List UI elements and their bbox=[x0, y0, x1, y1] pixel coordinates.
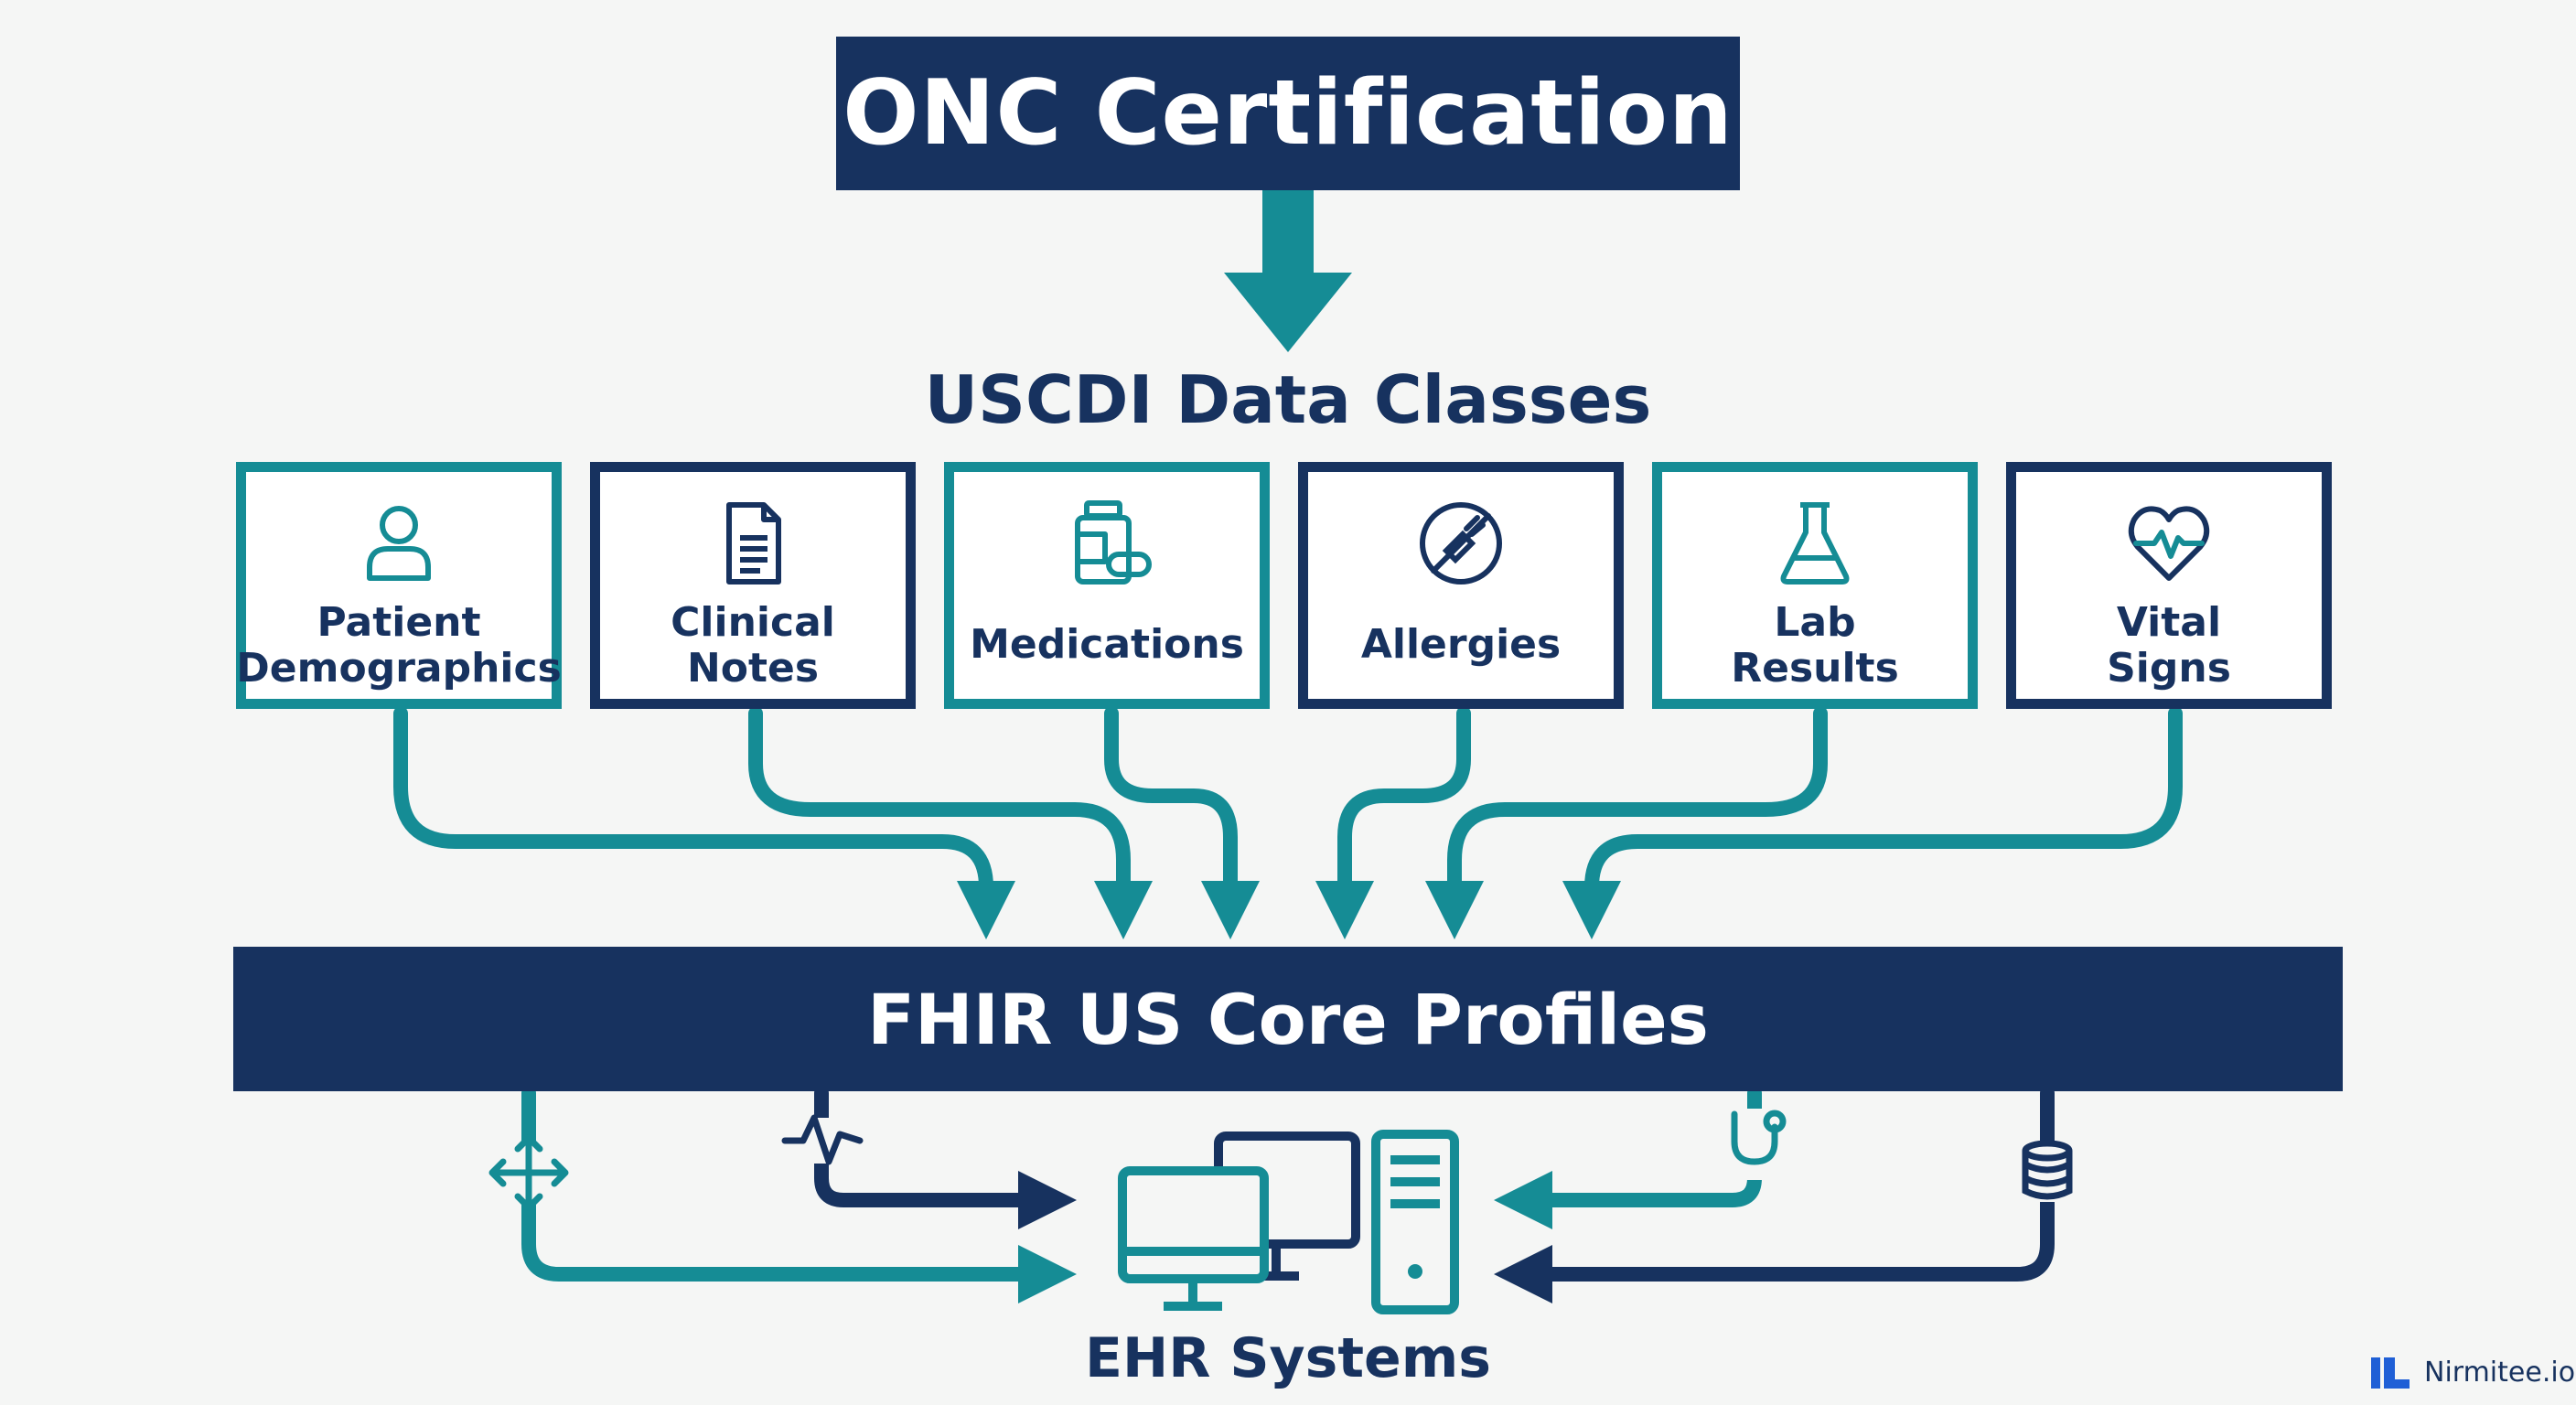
pill-bottle-icon bbox=[1075, 500, 1152, 585]
person-icon bbox=[367, 506, 431, 581]
card-label: Vital Signs bbox=[2107, 599, 2231, 692]
connector-right-outer bbox=[1494, 1086, 2055, 1303]
connector-demographics bbox=[393, 706, 1015, 939]
card-label: Medications bbox=[970, 621, 1244, 668]
connector-clinical-notes bbox=[748, 706, 1153, 939]
title-down-arrow bbox=[1224, 190, 1352, 352]
connector-right-inner bbox=[1494, 1086, 1762, 1229]
document-icon bbox=[726, 502, 781, 585]
card-label: Lab Results bbox=[1731, 599, 1899, 692]
card-vital-signs: Vital Signs bbox=[2006, 462, 2332, 709]
connector-lab-results bbox=[1425, 706, 1828, 939]
card-patient-demographics: Patient Demographics bbox=[236, 462, 562, 709]
database-icon bbox=[2020, 1140, 2075, 1202]
card-label: Patient Demographics bbox=[236, 599, 562, 692]
fhir-profiles-bar: FHIR US Core Profiles bbox=[233, 947, 2343, 1091]
front-monitor-icon bbox=[1118, 1166, 1269, 1311]
stethoscope-icon bbox=[1723, 1109, 1787, 1180]
card-label: Allergies bbox=[1360, 621, 1562, 668]
brand: Nirmitee.io bbox=[2371, 1348, 2575, 1396]
flask-icon bbox=[1780, 502, 1850, 585]
connector-left-outer bbox=[521, 1086, 1077, 1303]
allergy-icon bbox=[1420, 502, 1502, 585]
ehr-computers-icon bbox=[1118, 1130, 1459, 1314]
brand-logo-icon bbox=[2371, 1357, 2410, 1389]
card-lab-results: Lab Results bbox=[1652, 462, 1978, 709]
card-label: Clinical Notes bbox=[671, 599, 835, 692]
pulse-icon bbox=[779, 1114, 864, 1165]
title: ONC Certification bbox=[836, 37, 1740, 190]
connector-left-inner bbox=[814, 1086, 1077, 1229]
move-arrows-icon bbox=[488, 1134, 569, 1211]
ehr-systems-label: EHR Systems bbox=[1085, 1326, 1491, 1390]
subtitle: USCDI Data Classes bbox=[924, 361, 1652, 438]
connector-allergies bbox=[1315, 706, 1471, 939]
card-medications: Medications bbox=[944, 462, 1270, 709]
server-tower-icon bbox=[1371, 1130, 1459, 1314]
connector-vital-signs bbox=[1562, 706, 2183, 939]
heartbeat-icon bbox=[2128, 506, 2210, 581]
connector-medications bbox=[1104, 706, 1260, 939]
card-allergies: Allergies bbox=[1298, 462, 1624, 709]
brand-name: Nirmitee.io bbox=[2424, 1356, 2576, 1389]
card-clinical-notes: Clinical Notes bbox=[590, 462, 916, 709]
